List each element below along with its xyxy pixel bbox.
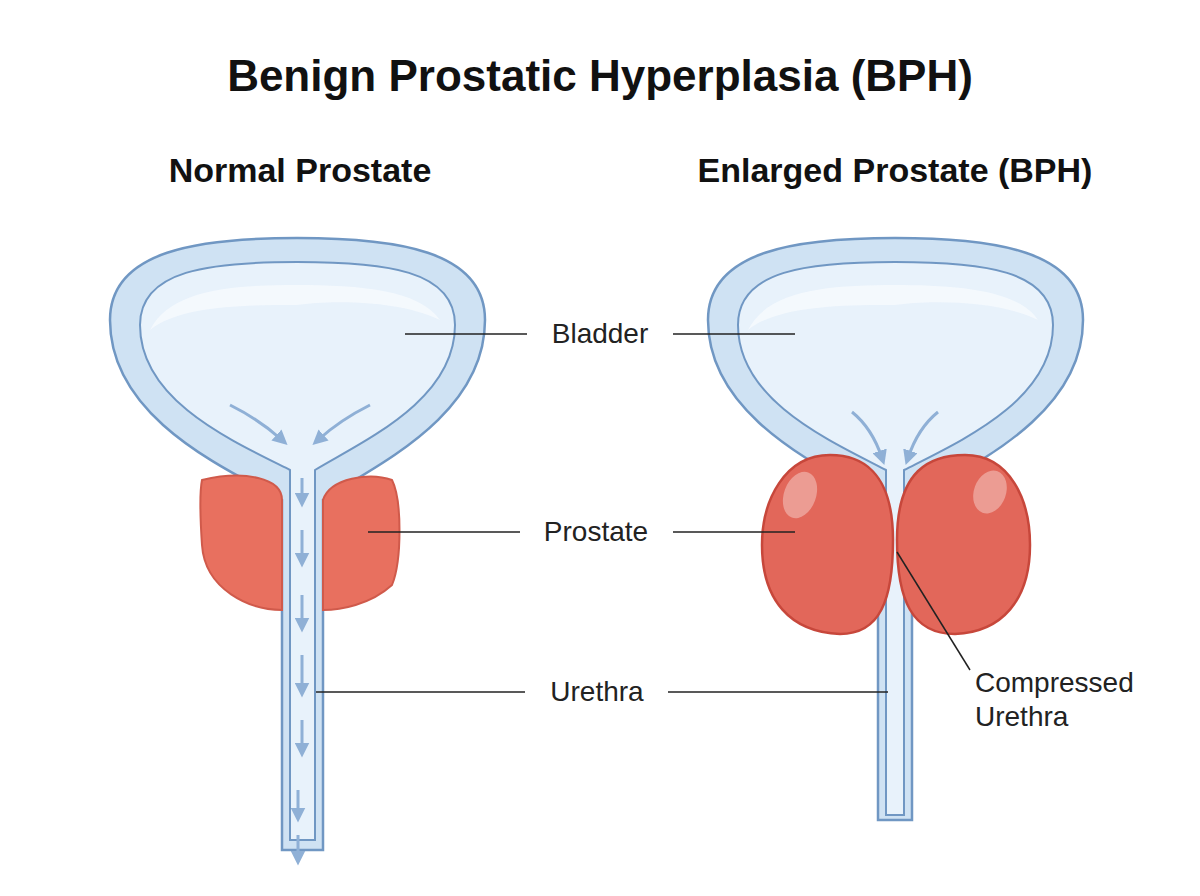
part-label: Prostate — [544, 516, 648, 548]
part-label: Bladder — [552, 318, 649, 350]
part-label: Urethra — [550, 676, 643, 708]
leader-lines — [316, 334, 970, 692]
diagram-title: Benign Prostatic Hyperplasia (BPH) — [227, 51, 973, 101]
panel-heading: Enlarged Prostate (BPH) — [698, 151, 1093, 190]
enlarged-anatomy — [708, 238, 1083, 820]
part-label: Compressed Urethra — [975, 666, 1165, 733]
normal-anatomy — [110, 238, 485, 858]
panel-heading: Normal Prostate — [169, 151, 432, 190]
